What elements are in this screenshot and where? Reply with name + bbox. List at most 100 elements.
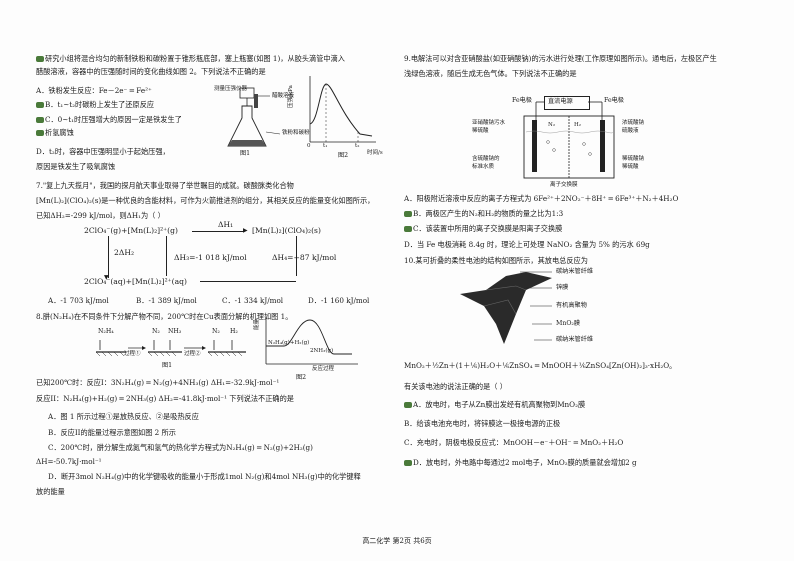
q7-bottom-line [200,281,296,282]
answer-mark-icon [404,211,412,217]
answer-mark-icon [404,460,412,466]
q7-stem2: [Mn(L)₂](ClO₄)₂(s)是一种优良的含能材料，可作为火箭推进剂的组分… [36,196,375,205]
q6-flask-figure [227,87,281,147]
answer-mark-icon [36,117,44,123]
q9-option-a: A．阳极附近溶液中反应的离子方程式为 6Fe²⁺＋2NO₂⁻＋8H⁺ ═ 6Fe… [404,194,679,203]
q7-cycle-bottom: 2ClO₄⁻(aq)+[Mn(L)₂]²⁺(aq) [84,277,187,286]
q8-fig2-xlabel: 反应过程 [312,366,335,372]
q8-fig1-n2h4: N₂H₄ [98,328,114,335]
q8-option-b: B．反应II的能量过程示意图如图 2 所示 [48,428,176,437]
battery-leader-lines [520,271,552,341]
q7-stem3: 已知ΔH₂=-299 kJ/mol，则ΔH₁为（ ） [36,211,165,220]
q6-option-a: A．铁粉发生反应：Fe－2e⁻ ═ Fe²⁺ [36,86,152,95]
q7-option-a: A．-1 703 kJ/mol [48,296,109,305]
q9-n2: N₂ [548,122,556,128]
q9-cell-diagram [523,101,615,179]
q6-fig1-caption: 图1 [240,150,251,157]
q7-option-c: C．-1 334 kJ/mol [222,296,284,305]
iron-carbon-powder-icon [228,140,266,146]
q7-option-d: D．-1 160 kJ/mol [308,296,370,305]
q7-cycle-dh3: ΔH₃=-1 018 kJ/mol [174,253,247,262]
q9-label-right-top2: 硫酸液 [622,128,639,134]
q6-stem-line1: 研究小组将混合均匀的新制铁粉和碳粉置于锥形瓶底部，塞上瓶塞(如图 1)，从胶头滴… [36,54,345,63]
q9-fe-left: Fe电极 [512,97,532,104]
q7-cycle-top-right: [Mn(L)₂](ClO₄)₂(s) [252,226,321,235]
q9-stem2: 浅绿色溶液，随后生成无色气体。下列说法不正确的是 [404,69,577,78]
q9-option-d: D．当 Fe 电极消耗 8.4g 时，理论上可处理 NaNO₂ 含量为 5% 的… [404,240,650,249]
q8-reaction2: 反应II：N₂H₄(g)+H₂(g) ═ 2NH₃(g) ΔH₂=-41.8kJ… [36,394,294,403]
q7-option-b: B．-1 389 kJ/mol [136,296,197,305]
q9-label-left-bot1: 含硫酸钠的 [472,156,500,162]
q6-option-c2: 析氢腐蚀 [45,128,74,137]
answer-mark-icon [36,130,44,136]
q7-cycle-top-left: 2ClO₄⁻(g)+[Mn(L)₂]²⁺(g) [84,226,178,235]
q6-option-b: B．t₁~t₂时碳粉上发生了还原反应 [45,100,155,109]
battery-body-icon [460,272,552,344]
q8-fig1-step2: 过程② [184,351,201,357]
q9-label-right-bot1: 稀硫酸钠 [622,156,645,162]
q9-label-left-bot2: 标准水质 [472,164,495,170]
q9-label-right-bot2: 稀硫酸 [622,164,639,170]
answer-mark-icon [36,56,44,62]
q10-option-c: C．充电时，阴极电极反应式：MnOOH－e⁻＋OH⁻ ═ MnO₂＋H₂O [404,438,624,447]
q10-stem: 10.某可折叠的柔性电池的结构如图所示，其放电总反应为 [404,256,588,265]
q6-option-c1: C．0~t₁时压强增大的原因一定是铁发生了 [45,115,182,124]
q7-cycle-dh4: ΔH₄=+87 kJ/mol [272,253,337,262]
q8-fig1-diagram [95,340,246,357]
q10-option-d: D．放电时，外电路中每通过2 mol电子，MnO₂膜的质量就会增加2 g [413,458,637,467]
q8-fig2-diagram [265,318,358,365]
q10-layer1: 碳纳米管纤维 [556,268,594,275]
q10-layer3: 有机高聚物 [556,302,587,309]
q6-option-b-line: B．t₁~t₂时碳粉上发生了还原反应 [36,100,154,109]
q8-fig1-n2: N₂ [152,328,160,335]
q7-dh4-arrow [296,236,297,276]
q6-option-c1-line: C．0~t₁时压强增大的原因一定是铁发生了 [36,115,182,124]
q10-equation: MnO₂＋½Zn＋(1＋⅙)H₂O＋⅙ZnSO₄ ═ MnOOH＋⅙ZnSO₄[… [404,361,677,370]
q10-layer4: MnO₂膜 [556,320,581,327]
q9-power-label: 直流电源 [548,98,573,105]
q8-fig1-n2b: N₂ [212,328,220,335]
q6-fig2-t0: 0 [307,143,311,149]
q6-fig2-xlabel: 时间/s [367,150,383,156]
q10-layer2: 锌膜 [556,284,569,291]
q6-stem1: 研究小组将混合均匀的新制铁粉和碳粉置于锥形瓶底部，塞上瓶塞(如图 1)，从胶头滴… [45,54,345,63]
q8-fig1-h2: H₂ [230,328,238,335]
q8-option-c1: C．200℃时，肼分解生成氮气和氢气的热化学方程式为N₂H₄(g) ═ N₂(g… [48,443,313,452]
q9-option-c-line: C．该装置中所用的离子交换膜是阳离子交换膜 [404,224,562,233]
q10-option-a: A．放电时，电子从Zn膜出发经有机高聚物到MnO₂膜 [413,400,586,409]
q8-stem: 8.肼(N₂H₄)在不同条件下分解产物不同，200℃时在Cu表面分解的机理如图 … [36,312,293,321]
q6-fig1-sensor-label: 测量压强仪器 [214,86,248,92]
q10-layer5: 碳纳米管纤维 [556,336,594,343]
q9-stem1: 9.电解法可以对含亚硝酸盐(如亚硝酸钠)的污水进行处理(工作原理如图所示)。通电… [404,54,717,63]
dropper-icon [254,94,258,108]
q7-dh3-arrow [166,236,167,276]
q8-option-d2: 放的能量 [36,487,65,496]
q6-stem2: 醋酸溶液，容器中的压强随时间的变化曲线如图 2。下列说法不正确的是 [36,67,266,76]
q9-h2: H₂ [574,122,582,128]
q10-option-d-line: D．放电时，外电路中每通过2 mol电子，MnO₂膜的质量就会增加2 g [404,458,637,467]
q8-known: 已知200℃时：反应I：3N₂H₄(g) ═ N₂(g)+4NH₃(g) ΔH₁… [36,378,280,387]
q8-option-d1: D．断开3mol N₂H₄(g)中的化学键吸收的能量小于形成1mol N₂(g)… [48,472,361,481]
q9-label-left-top2: 稀硫酸 [472,128,489,134]
arrow-down-icon: ▼ [104,274,109,281]
q8-fig1-nh3: NH₃ [168,328,182,335]
q9-membrane-label: 离子交换膜 [550,182,578,188]
q7-cycle-dh2: 2ΔH₂ [114,248,134,257]
q8-option-c2: ΔH=-50.7kJ·mol⁻¹ [36,457,102,466]
q6-fig2-t1: t₁ [323,143,328,149]
q8-fig1-step1: 过程① [124,351,141,357]
q8-option-a: A．图 1 所示过程①是放热反应、②是吸热反应 [48,412,199,421]
q6-option-d2: 原因是铁发生了吸氧腐蚀 [36,162,116,171]
q9-option-b: B．两极区产生的N₂和H₂的物质的量之比为1:3 [413,209,564,218]
q9-option-c: C．该装置中所用的离子交换膜是阳离子交换膜 [413,224,563,233]
q8-fig2-caption: 图2 [296,374,307,381]
q9-label-left-top1: 亚硝酸钠污水 [472,120,506,126]
q10-option-a-line: A．放电时，电子从Zn膜出发经有机高聚物到MnO₂膜 [404,400,585,409]
q9-fe-right: Fe电极 [604,97,624,104]
q6-fig2-t2: t₂ [355,143,360,149]
q6-option-c2-line: 析氢腐蚀 [36,128,74,137]
q6-fig2-ylabel: 压强/kPa [288,85,294,108]
q10-option-b: B．给该电池充电时，将锌膜这一极接电源的正极 [404,419,561,428]
q6-option-d1: D．t₂时，容器中压强明显小于起始压强， [36,147,170,156]
